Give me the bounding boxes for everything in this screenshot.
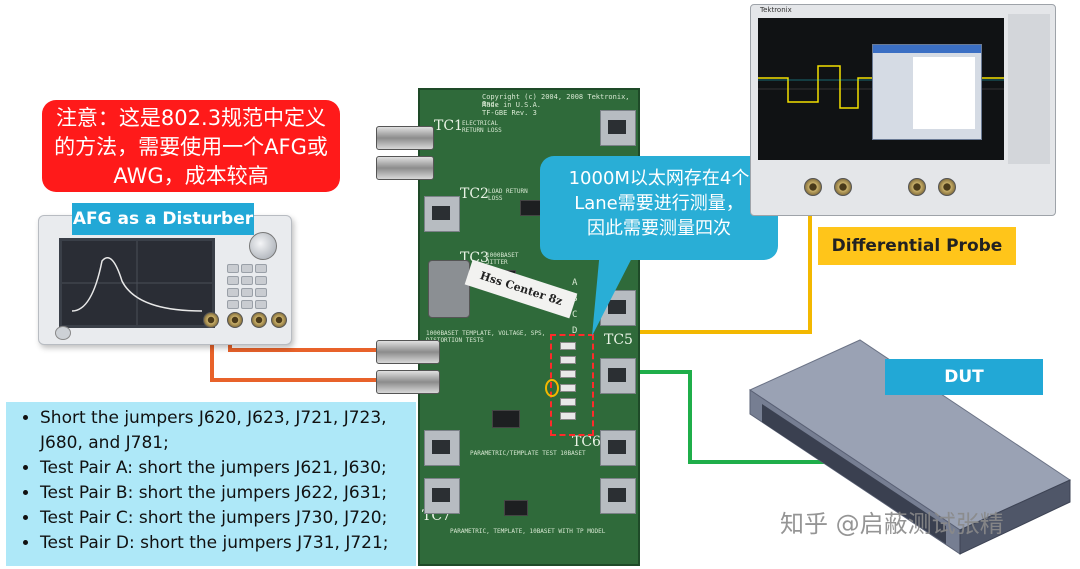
jumper-item-pair-c: Test Pair C: short the jumpers J730, J72… [40, 506, 408, 531]
jumper-item-pair-d: Test Pair D: short the jumpers J731, J72… [40, 531, 408, 556]
afg-key[interactable] [255, 288, 267, 297]
note-line-3: AWG，成本较高 [113, 164, 269, 188]
tc1-label: TC1 [434, 118, 463, 134]
afg-waveform [62, 241, 212, 325]
note-line-2: 的方法，需要使用一个AFG或 [54, 135, 328, 159]
scope-ch3-input[interactable] [908, 178, 926, 196]
dialog-tree[interactable] [913, 57, 975, 129]
power-button[interactable] [55, 326, 71, 340]
afg-key[interactable] [227, 300, 239, 309]
ic-chip [504, 500, 528, 516]
jumper[interactable] [560, 398, 576, 406]
jumper-instructions: Short the jumpers J620, J623, J721, J723… [6, 402, 416, 566]
scope-dialog[interactable] [872, 44, 982, 140]
sma-connector[interactable] [376, 126, 434, 150]
rj45-port[interactable] [600, 478, 636, 514]
jumper[interactable] [560, 342, 576, 350]
tc2-desc: LOAD RETURN LOSS [488, 188, 528, 202]
callout-line-2: Lane需要进行测量， [574, 193, 744, 214]
tc3-desc: 1000BASET JITTER [486, 252, 519, 266]
dut-label: DUT [885, 359, 1043, 395]
scope-brand: Tektronix [760, 6, 792, 14]
afg-knob[interactable] [249, 232, 277, 260]
afg-key[interactable] [255, 300, 267, 309]
db9-connector[interactable] [428, 260, 470, 318]
afg-key[interactable] [227, 264, 239, 273]
pair-label-d: D [572, 326, 578, 336]
callout-line-1: 1000M以太网存在4个 [568, 168, 750, 189]
afg-key[interactable] [255, 264, 267, 273]
pair-label-c: C [572, 310, 578, 320]
jumper[interactable] [560, 412, 576, 420]
rj45-port[interactable] [424, 478, 460, 514]
watermark: 知乎 @启蔽测试张精 [780, 510, 1004, 538]
rj45-port[interactable] [424, 430, 460, 466]
dialog-titlebar [873, 45, 981, 53]
afg-sync-connector[interactable] [251, 312, 267, 328]
board-made-in: Made in U.S.A. [482, 101, 542, 109]
board-part: TF-GBE Rev. 3 [482, 109, 537, 117]
pair-label-a: A [572, 278, 578, 288]
scope-ch1-input[interactable] [804, 178, 822, 196]
differential-probe-label: Differential Probe [818, 227, 1016, 265]
afg-instrument [38, 215, 292, 345]
ethernet-cable [636, 370, 840, 464]
afg-key[interactable] [241, 288, 253, 297]
afg-key[interactable] [255, 276, 267, 285]
ic-chip [492, 410, 520, 428]
afg-key[interactable] [241, 276, 253, 285]
tc1-desc: ELECTRICAL RETURN LOSS [462, 120, 502, 134]
jumper-item-pair-a: Test Pair A: short the jumpers J621, J63… [40, 456, 408, 481]
afg-label: AFG as a Disturber [72, 203, 254, 235]
tc5-label: TC5 [604, 332, 633, 348]
afg-key[interactable] [227, 276, 239, 285]
sma-connector-disturber[interactable] [376, 340, 440, 364]
rj45-port[interactable] [600, 110, 636, 146]
scope-ch4-input[interactable] [938, 178, 956, 196]
rj45-port[interactable] [600, 358, 636, 394]
cost-warning-note: 注意：这是802.3规范中定义 的方法，需要使用一个AFG或 AWG，成本较高 [42, 100, 340, 192]
afg-display [59, 238, 215, 328]
afg-connector[interactable] [271, 312, 287, 328]
jumper-item-common: Short the jumpers J620, J623, J721, J723… [40, 406, 408, 456]
tc6-label: TC6 [572, 434, 601, 450]
callout-pointer [592, 250, 636, 336]
sma-connector[interactable] [376, 156, 434, 180]
afg-key[interactable] [227, 288, 239, 297]
afg-key[interactable] [241, 300, 253, 309]
scope-ch2-input[interactable] [834, 178, 852, 196]
dut-switch [748, 339, 1072, 555]
jumper[interactable] [560, 356, 576, 364]
rj45-port[interactable] [600, 430, 636, 466]
scope-control-panel [1008, 14, 1050, 164]
note-line-1: 注意：这是802.3规范中定义 [55, 106, 327, 130]
jumper-item-pair-b: Test Pair B: short the jumpers J622, J63… [40, 481, 408, 506]
tc6-desc: PARAMETRIC/TEMPLATE TEST 10BASET [470, 450, 586, 457]
probe-contact-ring [545, 379, 559, 397]
afg-output-connector[interactable] [227, 312, 243, 328]
sma-connector-disturber[interactable] [376, 370, 440, 394]
callout-line-3: 因此需要测量四次 [587, 218, 731, 239]
rj45-port[interactable] [424, 196, 460, 232]
afg-key[interactable] [241, 264, 253, 273]
tc2-label: TC2 [460, 186, 489, 202]
lane-measurement-callout: 1000M以太网存在4个 Lane需要进行测量， 因此需要测量四次 [540, 156, 778, 260]
afg-keypad [225, 230, 283, 330]
tc5-desc: 1000BASET TEMPLATE, VOLTAGE, SPS, DISTOR… [426, 330, 546, 344]
afg-output-connector[interactable] [203, 312, 219, 328]
jumper[interactable] [560, 384, 576, 392]
board-copyright: Copyright (c) 2004, 2008 Tektronix, Inc. [482, 93, 630, 108]
tc7-desc: PARAMETRIC, TEMPLATE, 10BASET WITH TP MO… [450, 528, 606, 535]
jumper[interactable] [560, 370, 576, 378]
